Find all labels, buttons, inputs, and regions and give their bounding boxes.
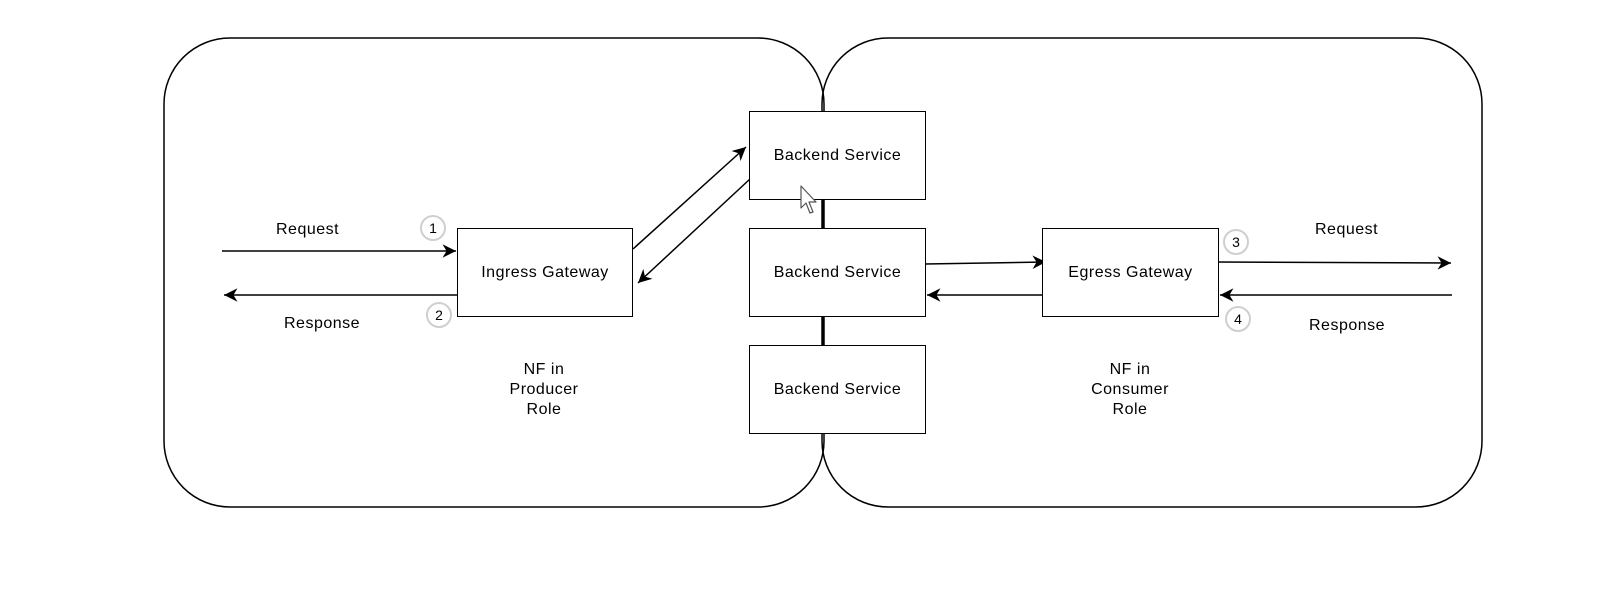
right-request-arrow <box>1215 256 1452 270</box>
step-badge-4: 4 <box>1225 306 1251 332</box>
mouse-pointer-icon <box>800 185 817 214</box>
egress-gateway-label: Egress Gateway <box>1068 263 1193 281</box>
ingress-gateway-label: Ingress Gateway <box>481 263 609 281</box>
egress-gateway-node[interactable]: Egress Gateway <box>1042 228 1219 317</box>
left-response-label: Response <box>284 315 361 332</box>
backend-service-node-top[interactable]: Backend Service <box>749 111 926 200</box>
producer-role-line2: Producer <box>509 381 579 398</box>
right-request-label: Request <box>1315 221 1379 238</box>
step-badge-1: 1 <box>420 215 446 241</box>
backend-to-ingress-arrow <box>637 178 751 284</box>
producer-role-caption: NF in Producer Role <box>484 360 604 420</box>
backend-service-label: Backend Service <box>773 263 902 281</box>
consumer-role-line3: Role <box>1112 401 1148 418</box>
consumer-role-line1: NF in <box>1109 361 1151 378</box>
step-badge-3: 3 <box>1223 229 1249 255</box>
right-response-label: Response <box>1309 317 1386 334</box>
producer-role-line3: Role <box>526 401 562 418</box>
left-request-label: Request <box>276 221 340 238</box>
backend-service-node-middle[interactable]: Backend Service <box>749 228 926 317</box>
backend-service-label: Backend Service <box>773 380 902 398</box>
ingress-to-backend-arrow <box>632 146 747 250</box>
backend-service-node-bottom[interactable]: Backend Service <box>749 345 926 434</box>
consumer-role-caption: NF in Consumer Role <box>1070 360 1190 420</box>
backend-service-label: Backend Service <box>773 146 902 164</box>
backend-to-egress-arrow <box>924 255 1047 269</box>
consumer-role-line2: Consumer <box>1091 381 1169 398</box>
ingress-gateway-node[interactable]: Ingress Gateway <box>457 228 633 317</box>
producer-role-line1: NF in <box>523 361 565 378</box>
step-badge-2: 2 <box>426 302 452 328</box>
